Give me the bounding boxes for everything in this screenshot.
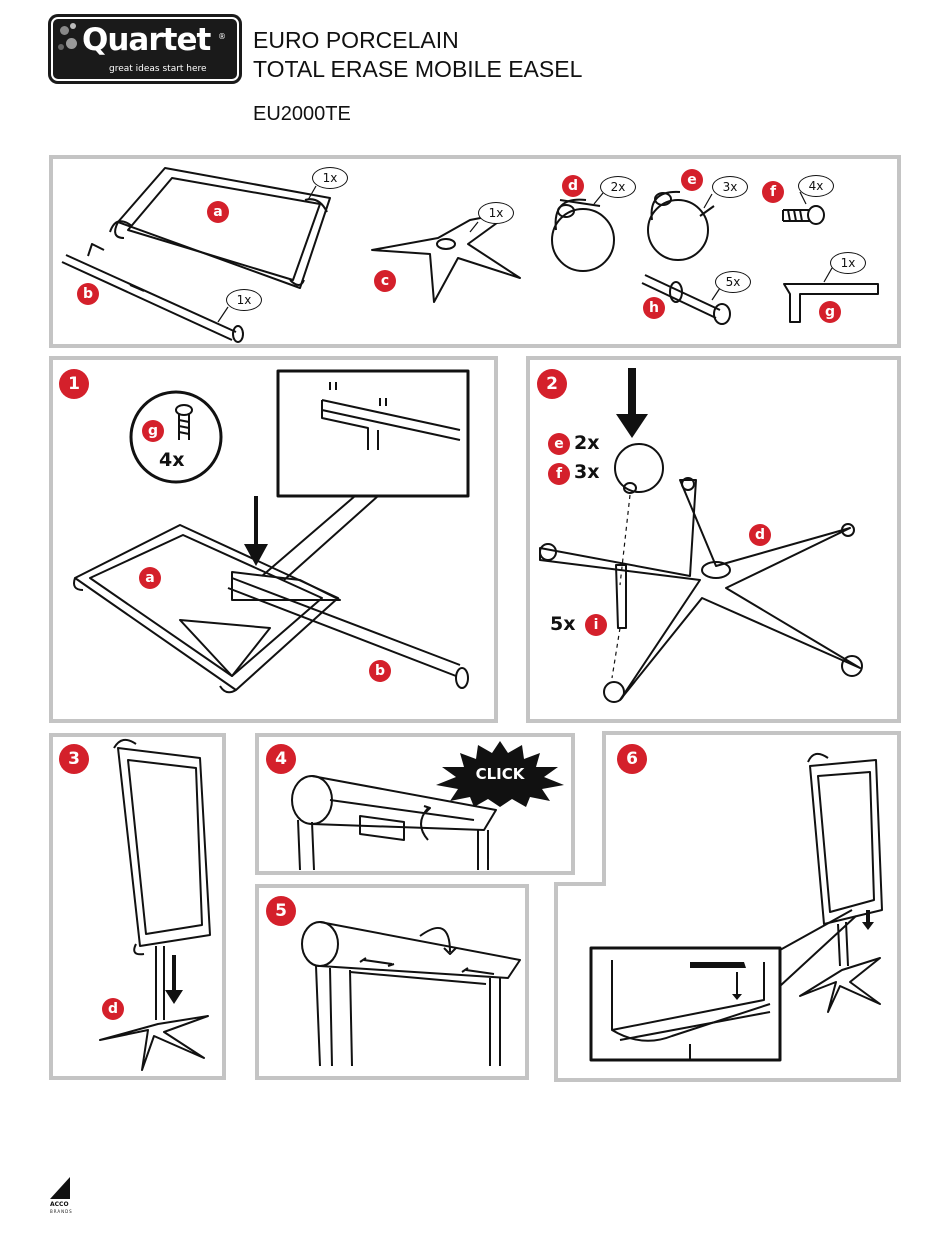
- brands-text: BRANDS: [50, 1209, 73, 1214]
- acco-text: ACCO: [50, 1201, 69, 1208]
- acco-brands-logo: ACCO BRANDS: [50, 1177, 72, 1217]
- marker-icon: [690, 962, 746, 968]
- step-6-down-arrow-icon: [732, 972, 742, 1000]
- acco-mark-icon: [50, 1177, 70, 1199]
